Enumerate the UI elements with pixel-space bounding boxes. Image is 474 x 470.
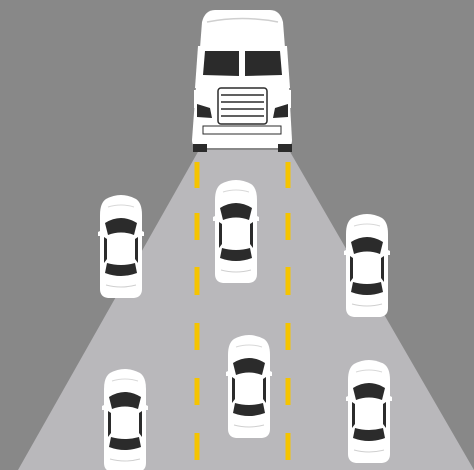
car-icon — [344, 360, 394, 463]
car-icon — [342, 214, 392, 317]
car-icon — [96, 195, 146, 298]
car-icon — [100, 369, 150, 470]
semi-truck-icon — [192, 10, 292, 152]
car-icon — [211, 180, 261, 283]
car-icon — [224, 335, 274, 438]
